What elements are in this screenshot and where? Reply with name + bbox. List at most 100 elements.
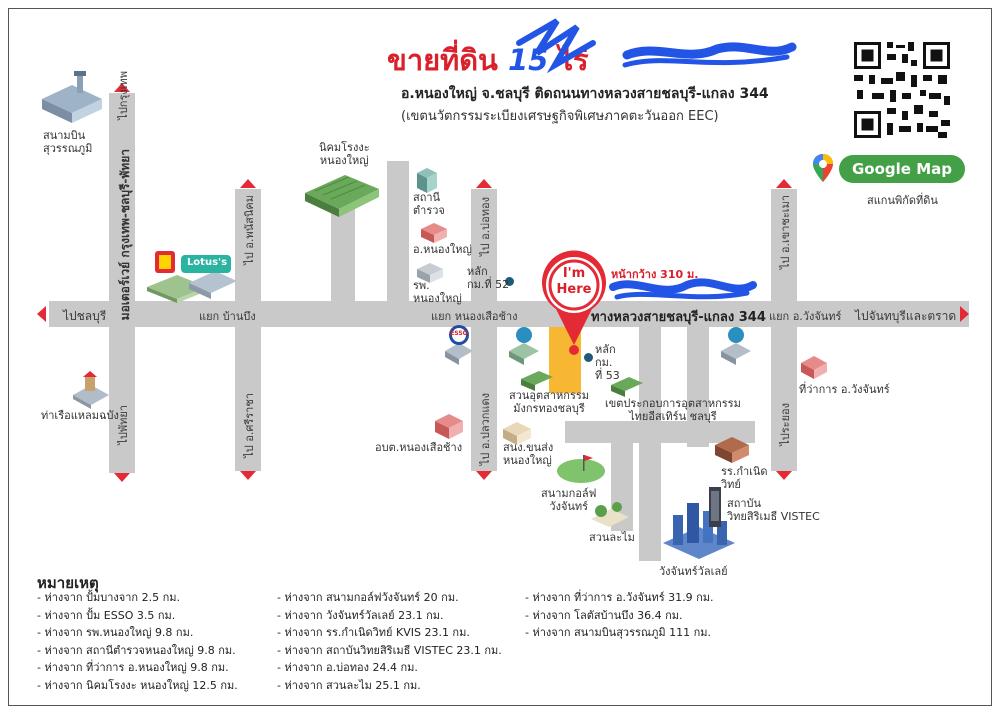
police-station-icon bbox=[417, 168, 437, 193]
label-industrial-park: สวนอุตสาหกรรม มังกรทองชลบุรี bbox=[509, 389, 590, 415]
map-frame: ขายที่ดิน 15 ไร่ อ.หนองใหญ่ จ.ชลบุรี ติด… bbox=[8, 8, 992, 706]
label-to-rayong: ไประยอง bbox=[779, 403, 792, 446]
notes-column-3: - ห่างจาก ที่ว่าการ อ.วังจันทร์ 31.9 กม.… bbox=[525, 589, 714, 642]
label-port: ท่าเรือแหลมฉบัง bbox=[41, 409, 119, 422]
note-item: - ห่างจาก สถาบันวิทยสิริเมธี VISTEC 23.1… bbox=[277, 643, 502, 657]
road-phanatnikhom bbox=[235, 189, 261, 471]
km52-post bbox=[505, 277, 514, 286]
esso-station-icon bbox=[445, 325, 473, 365]
note-item: - ห่างจาก รพ.หนองใหญ่ 9.8 กม. bbox=[37, 626, 194, 639]
label-district-office: อ.หนองใหญ่ bbox=[413, 243, 472, 256]
hospital-icon bbox=[417, 263, 443, 283]
map-pin-icon bbox=[813, 154, 833, 182]
arrow-borthong bbox=[476, 179, 492, 188]
google-map-button[interactable]: Google Map bbox=[839, 155, 965, 183]
main-road bbox=[49, 301, 969, 327]
label-lotus: Lotus's bbox=[186, 257, 228, 268]
note-item: - ห่างจาก ปั้มบางจาก 2.5 กม. bbox=[37, 591, 180, 604]
road-cross bbox=[565, 421, 755, 443]
note-item: - ห่างจาก ที่ว่าการ อ.วังจันทร์ 31.9 กม. bbox=[525, 591, 714, 604]
arrow-khaochamao bbox=[776, 179, 792, 188]
label-transport: สนง.ขนส่ง หนองใหญ่ bbox=[503, 441, 554, 467]
arrow-west bbox=[37, 306, 46, 322]
transport-office-icon bbox=[503, 422, 531, 445]
im-here-marker[interactable] bbox=[538, 249, 610, 349]
scribble-redaction-road bbox=[609, 278, 757, 300]
wangchan-office-icon bbox=[801, 356, 827, 379]
marker-pin-dot bbox=[569, 345, 579, 355]
note-item: - ห่างจาก สนามกอล์ฟวังจันทร์ 20 กม. bbox=[277, 591, 459, 604]
motorway-road bbox=[109, 93, 135, 473]
google-map-caption: สแกนพิกัดที่ดิน bbox=[867, 194, 938, 207]
label-to-chanthaburi: ไปจันทบุรีและตราด bbox=[855, 309, 957, 323]
vistec-icon bbox=[709, 487, 721, 527]
label-eastern-zone: เขตประกอบการอุตสาหกรรม ไทยอีสเทิร์น ชลบุ… bbox=[605, 397, 741, 423]
arrow-phanatnikhom bbox=[240, 179, 256, 188]
arrow-rayong bbox=[776, 471, 792, 480]
label-to-chonburi: ไปชลบุรี bbox=[63, 309, 107, 323]
note-item: - ห่างจาก โลตัสบ้านบึง 36.4 กม. bbox=[525, 608, 683, 622]
label-airport: สนามบิน สุวรรณภูมิ bbox=[43, 129, 93, 155]
label-suanlamai: สวนละไม bbox=[589, 531, 635, 544]
arrow-pluakdaeng bbox=[476, 471, 492, 480]
label-junction-nongsuachang: แยก หนองเสือช้าง bbox=[431, 310, 518, 323]
label-wangchan-valley: วังจันทร์วัลเลย์ bbox=[659, 565, 728, 578]
label-wangchan-office: ที่ว่าการ อ.วังจันทร์ bbox=[799, 383, 890, 396]
label-to-phanatnikhom: ไป อ.พนัสนิคม bbox=[243, 195, 256, 265]
label-industrial-estate: นิคมโรงงะ หนองใหญ่ bbox=[319, 141, 370, 167]
label-km53: หลัก กม. ที่ 53 bbox=[595, 343, 620, 382]
label-to-bangkok: ไปกรุงเทพ bbox=[117, 71, 130, 120]
note-item: - ห่างจาก ปั้ม ESSO 3.5 กม. bbox=[37, 608, 176, 622]
marker-text-1: I'm bbox=[562, 266, 586, 281]
label-to-sriracha: ไป อ.ศรีราชา bbox=[243, 393, 256, 458]
note-item: - ห่างจาก นิคมโรงงะ หนองใหญ่ 12.5 กม. bbox=[37, 678, 238, 692]
label-main-road: ทางหลวงสายชลบุรี-แกลง 344 bbox=[591, 310, 766, 325]
note-item: - ห่างจาก รร.กำเนิดวิทย์ KVIS 23.1 กม. bbox=[277, 626, 470, 639]
arrow-sriracha bbox=[240, 471, 256, 480]
arrow-motorway-north bbox=[114, 83, 130, 92]
lotus-store-icon bbox=[147, 251, 237, 303]
label-police: สถานี ตำรวจ bbox=[413, 191, 445, 217]
note-item: - ห่างจาก สวนละไม 25.1 กม. bbox=[277, 678, 421, 692]
label-motorway: มอเตอร์เวย์ กรุงเทพ-ชลบุรี-พัทยา bbox=[118, 149, 132, 321]
airport-icon bbox=[42, 71, 102, 123]
notes-column-2: - ห่างจาก สนามกอล์ฟวังจันทร์ 20 กม. - ห่… bbox=[277, 589, 502, 694]
golf-course-icon bbox=[557, 455, 605, 483]
note-item: - ห่างจาก วังจันทร์วัลเลย์ 23.1 กม. bbox=[277, 608, 444, 622]
label-to-pluakdaeng: ไป อ.ปลวกแดง bbox=[479, 393, 492, 466]
frontage-label: หน้ากว้าง 310 ม. bbox=[611, 268, 699, 281]
eastern-zone-icon bbox=[611, 377, 643, 397]
subtitle-eec: (เขตนวัตกรรมระเบียงเศรษฐกิจพิเศษภาคตะวัน… bbox=[401, 109, 719, 124]
label-to-khaochamao: ไป อ.เขาชะเมา bbox=[779, 195, 792, 270]
km53-post bbox=[584, 353, 593, 362]
kvis-icon bbox=[715, 437, 749, 463]
wangchan-valley-icon bbox=[663, 503, 735, 559]
suanlamai-icon bbox=[591, 502, 629, 527]
gas-station-east-icon bbox=[721, 327, 751, 365]
industrial-park-icon bbox=[521, 371, 553, 391]
notes-column-1: - ห่างจาก ปั้มบางจาก 2.5 กม. - ห่างจาก ป… bbox=[37, 589, 238, 694]
note-item: - ห่างจาก อ.บ่อทอง 24.4 กม. bbox=[277, 661, 418, 674]
note-item: - ห่างจาก ที่ว่าการ อ.หนองใหญ่ 9.8 กม. bbox=[37, 661, 229, 674]
label-esso: ESSO bbox=[450, 330, 468, 337]
label-golf: สนามกอล์ฟ วังจันทร์ bbox=[541, 487, 597, 513]
label-vistec: สถาบัน วิทยสิริเมธี VISTEC bbox=[727, 497, 820, 523]
label-km52: หลัก กม.ที่ 52 bbox=[467, 265, 510, 291]
qr-code[interactable] bbox=[851, 39, 953, 141]
district-office-icon bbox=[421, 223, 447, 243]
subtitle-location: อ.หนองใหญ่ จ.ชลบุรี ติดถนนทางหลวงสายชลบุ… bbox=[401, 86, 769, 102]
label-to-borthong: ไป อ.บ่อทอง bbox=[479, 197, 492, 256]
scribble-redaction-top bbox=[516, 18, 797, 74]
label-kvis: รร.กำเนิด วิทย์ bbox=[721, 465, 768, 491]
arrow-east bbox=[960, 306, 969, 322]
notes-title: หมายเหตุ bbox=[37, 574, 99, 592]
industrial-estate-icon bbox=[305, 175, 379, 217]
gas-station-icon bbox=[509, 327, 539, 365]
road-industrial bbox=[331, 209, 355, 309]
road-borthong bbox=[471, 189, 497, 471]
road-local-2 bbox=[687, 327, 709, 447]
title-prefix: ขายที่ดิน bbox=[387, 43, 498, 77]
label-junction-banbueng: แยก บ้านบึง bbox=[199, 310, 256, 323]
subdistrict-office-icon bbox=[435, 414, 463, 439]
label-hospital: รพ. หนองใหญ่ bbox=[413, 279, 462, 305]
